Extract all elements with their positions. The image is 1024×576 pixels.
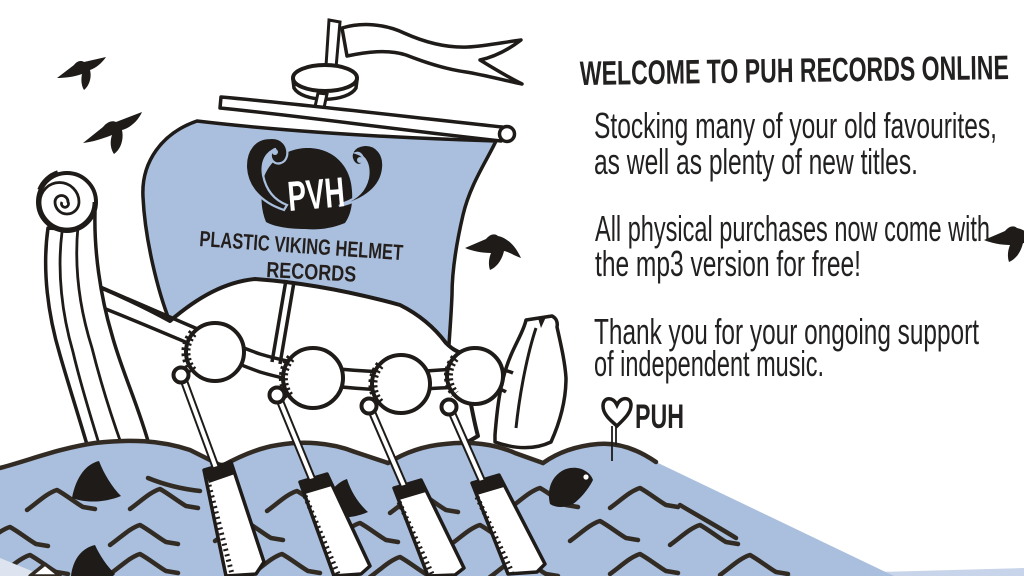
- svg-text:WELCOME TO PUH RECORDS ONLINE: WELCOME TO PUH RECORDS ONLINE: [580, 49, 1009, 93]
- svg-text:Thank you for your ongoing sup: Thank you for your ongoing support: [594, 311, 979, 352]
- svg-text:PVH: PVH: [286, 168, 347, 220]
- svg-text:the mp3 version for free!: the mp3 version for free!: [595, 243, 861, 284]
- svg-text:Stocking many of your old favo: Stocking many of your old favourites,: [594, 105, 997, 146]
- svg-text:All physical purchases now com: All physical purchases now come with: [595, 208, 990, 249]
- svg-text:PUH: PUH: [635, 398, 684, 436]
- svg-text:of independent music.: of independent music.: [594, 343, 824, 384]
- svg-text:as well as plenty of new title: as well as plenty of new titles.: [594, 141, 918, 182]
